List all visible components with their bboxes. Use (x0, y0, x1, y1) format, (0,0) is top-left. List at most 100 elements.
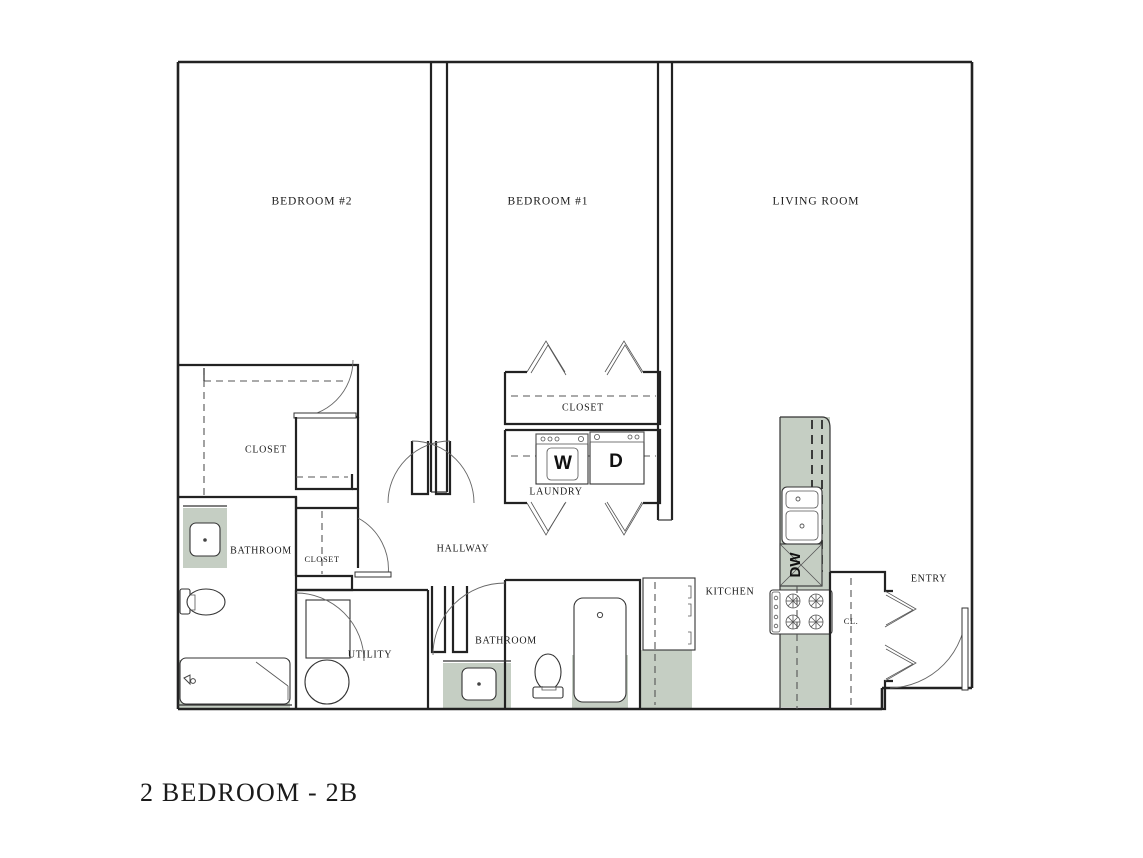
room-label-bedroom-2: BEDROOM #2 (272, 196, 353, 208)
refrigerator-unit (642, 577, 696, 705)
dryer-knob-2 (634, 434, 640, 440)
range-body (769, 589, 833, 635)
entry-closet-bifold-bottom-2[interactable] (885, 648, 914, 680)
utility-water-heater (304, 659, 350, 705)
closet-bifold-left[interactable] (526, 340, 566, 373)
room-label-entry-closet: CL. (844, 616, 859, 626)
entry-closet-bifold-bottom[interactable] (884, 644, 917, 682)
bath2-toilet (532, 653, 564, 699)
room-label-entry: ENTRY (911, 573, 947, 584)
kitchen-sink-faucet (795, 496, 801, 502)
range-knob-4 (773, 623, 779, 629)
room-label-utility: UTILITY (348, 649, 392, 660)
burner-3 (785, 614, 801, 630)
bath2-toilet-tank (532, 686, 564, 699)
closet-bifold-left-2[interactable] (530, 344, 567, 376)
kitchen-sink-basin-small (785, 490, 819, 509)
master-toilet-neck (190, 594, 196, 611)
closet-box-walls (503, 370, 662, 426)
master-tub-faucet (183, 674, 191, 686)
kitchen-sink-body (781, 486, 823, 545)
laundry-bifold-left-2[interactable] (530, 501, 567, 532)
range-knob-2 (773, 604, 779, 610)
main-room-labels: BEDROOM #2 BEDROOM #1 LIVING ROOM (272, 196, 859, 208)
refrigerator-handle-lower (688, 631, 692, 645)
entry-closet-bottom (830, 679, 893, 711)
refrigerator-fill (640, 650, 692, 708)
room-label-bedroom-1: BEDROOM #1 (508, 196, 589, 208)
burner-2 (808, 593, 824, 609)
room-label-bathroom-2: BATHROOM (475, 635, 537, 646)
washer-knob-1 (540, 436, 546, 442)
hall-door-arc-b[interactable] (387, 440, 451, 504)
dryer-unit: D (589, 431, 645, 485)
bedroom-2-closet-group: CLOSET (178, 359, 360, 497)
dryer-control-panel (589, 431, 645, 443)
bath2-toilet-bowl (534, 653, 562, 691)
refrigerator-handle-top (688, 585, 692, 599)
bath2-tub (573, 597, 627, 703)
range-control-strip (771, 591, 781, 633)
kitchen-sink-drain (799, 523, 805, 529)
master-tub-drain (190, 678, 196, 684)
kitchen-counter-outline (780, 416, 831, 572)
room-label-hallway: HALLWAY (437, 543, 490, 554)
room-label-laundry: LAUNDRY (529, 486, 582, 497)
dishwasher-unit: DW (779, 543, 823, 587)
bath2-tub-body (573, 597, 627, 703)
master-tub-body (179, 657, 291, 705)
room-label-kitchen: KITCHEN (706, 586, 755, 597)
entry-group: ENTRY CL. (828, 570, 969, 711)
bath2-door-arc[interactable] (432, 582, 506, 656)
br2-closet-door-panel[interactable] (293, 412, 357, 419)
room-label-bedroom-1-closet: CLOSET (562, 402, 604, 413)
washer-control-panel (535, 433, 589, 445)
entry-closet-bifold-top-2[interactable] (885, 594, 914, 626)
hall-jamb-upper-b (434, 441, 452, 496)
dryer-body (589, 431, 645, 485)
bath2-tub-drain (596, 611, 604, 619)
master-bathroom-group: BATHROOM (178, 495, 298, 709)
exterior-walls (176, 60, 974, 711)
bath2-top-wall (505, 578, 642, 709)
laundry-bifold-right[interactable] (604, 502, 644, 536)
entry-closet-top (830, 570, 893, 593)
burner-4 (808, 614, 824, 630)
dishwasher-x-2 (779, 543, 823, 587)
washer-knob-3 (554, 436, 560, 442)
bedroom-divider-walls (429, 62, 674, 521)
washer-drum (546, 447, 579, 481)
range-burners (785, 593, 824, 630)
master-toilet-bowl (186, 588, 226, 616)
bath2-toilet-neck (541, 686, 557, 691)
washer-unit: W (535, 433, 589, 485)
closet-bifold-right[interactable] (604, 340, 644, 373)
master-bath-sink-drain (203, 538, 207, 542)
dryer-knob-1 (627, 434, 633, 440)
kitchen-sink-basin-large (785, 510, 819, 541)
br2-closet-lower (294, 417, 354, 491)
room-label-hall-closet: CLOSET (304, 554, 339, 564)
hall-jamb-lower-b (451, 586, 469, 654)
hall-closet-door-panel[interactable] (354, 571, 392, 578)
dishwasher-letter: DW (787, 552, 804, 578)
entry-closet-bifold-top[interactable] (884, 590, 917, 628)
hall-jamb-upper-a (410, 441, 430, 496)
hall-jamb-lower-a (430, 586, 447, 654)
kitchen-group: DW (642, 416, 833, 709)
closet-bifold-right-2[interactable] (606, 344, 643, 376)
dryer-dial (594, 433, 601, 440)
plan-title: 2 BEDROOM - 2B (140, 778, 358, 807)
entry-door-panel[interactable] (961, 607, 969, 691)
utility-door-arc[interactable] (295, 592, 365, 662)
washer-body (535, 433, 589, 485)
laundry-bifold-right-2[interactable] (606, 501, 643, 532)
utility-room-group: UTILITY (294, 588, 430, 709)
bath2-sink-drain (477, 682, 481, 686)
burner-1 (785, 593, 801, 609)
washer-dial (578, 435, 585, 442)
hall-closet-door-arc[interactable] (357, 517, 389, 577)
hall-door-arc-a[interactable] (411, 440, 475, 504)
